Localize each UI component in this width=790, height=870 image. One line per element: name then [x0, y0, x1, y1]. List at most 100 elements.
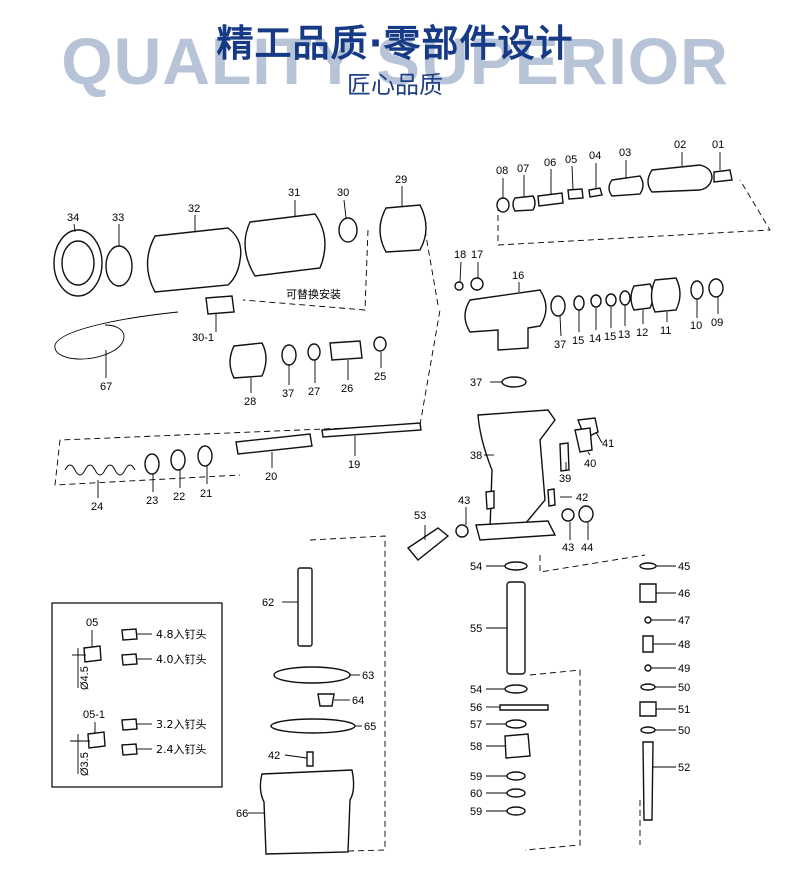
- part-37-right: [550, 295, 566, 317]
- label-50-top: 50: [678, 682, 690, 694]
- part-59-bottom: [506, 806, 526, 816]
- label-47: 47: [678, 615, 690, 627]
- label-17: 17: [471, 249, 483, 261]
- part-09: [708, 278, 724, 298]
- head-body: [454, 277, 724, 351]
- top-right-assembly: [496, 164, 733, 213]
- part-16: [464, 289, 547, 351]
- label-46: 46: [678, 588, 690, 600]
- label-62: 62: [262, 597, 274, 609]
- part-18: [454, 281, 464, 291]
- part-15b: [605, 293, 617, 307]
- label-48: 48: [678, 639, 690, 651]
- part-56: [499, 704, 549, 711]
- label-56: 56: [470, 702, 482, 714]
- inset-lower-opt2: 2.4入钉头: [156, 743, 207, 756]
- right-column: [639, 562, 657, 821]
- part-29: [379, 204, 427, 253]
- label-38: 38: [470, 450, 482, 462]
- label-63: 63: [362, 670, 374, 682]
- label-39: 39: [559, 473, 571, 485]
- inset-upper-opt2-part: [121, 653, 138, 666]
- part-19: [321, 422, 422, 438]
- inset-lower-opt1: 3.2入钉头: [156, 718, 207, 731]
- page-title: 精工品质·零部件设计: [216, 22, 574, 65]
- part-05: [567, 188, 584, 200]
- inset-lower-part: [87, 731, 106, 749]
- inset-upper-opt1: 4.8入钉头: [156, 628, 207, 641]
- label-24: 24: [91, 501, 103, 513]
- part-52: [642, 741, 654, 821]
- label-53: 53: [414, 510, 426, 522]
- part-17: [470, 277, 484, 291]
- part-57: [505, 719, 527, 729]
- label-59-bottom: 59: [470, 806, 482, 818]
- part-base-plate: [475, 520, 557, 541]
- inset-upper-opt2: 4.0入钉头: [156, 653, 207, 666]
- part-33: [105, 245, 133, 287]
- label-31: 31: [288, 187, 300, 199]
- label-11: 11: [660, 325, 671, 337]
- part-46: [639, 583, 657, 603]
- nose-piece-inset: 05 Ø4.5 4.8入钉头 4.0入钉头 05-1 Ø3.5 3.2入钉头 2…: [51, 602, 223, 788]
- part-42-bottom: [306, 751, 314, 767]
- label-14: 14: [589, 333, 601, 345]
- label-15b: 15: [604, 331, 616, 343]
- label-07: 07: [517, 163, 529, 175]
- part-23: [144, 453, 160, 475]
- part-42-top: [547, 488, 556, 507]
- label-43-left: 43: [458, 495, 470, 507]
- label-16: 16: [512, 270, 524, 282]
- part-08: [496, 197, 510, 213]
- label-30: 30: [337, 187, 349, 199]
- assembly-guides: [54, 179, 771, 853]
- label-23: 23: [146, 495, 158, 507]
- part-60: [506, 788, 526, 798]
- page-subtitle: 匠心品质: [347, 71, 443, 99]
- inset-upper-dim: Ø4.5: [79, 666, 91, 690]
- label-21: 21: [200, 488, 212, 500]
- part-26: [329, 340, 363, 361]
- part-13: [619, 290, 631, 306]
- label-32: 32: [188, 203, 200, 215]
- part-25: [373, 336, 387, 352]
- part-10: [690, 280, 704, 300]
- label-18: 18: [454, 249, 466, 261]
- part-07: [512, 195, 536, 212]
- label-41: 41: [602, 438, 614, 450]
- part-27: [307, 343, 321, 361]
- part-30-1: [205, 295, 235, 315]
- label-30-1: 30-1: [192, 332, 214, 344]
- inset-lower-opt1-part: [121, 718, 138, 731]
- label-08: 08: [496, 165, 508, 177]
- part-01: [713, 169, 733, 183]
- part-49: [644, 664, 652, 672]
- part-44: [578, 505, 594, 523]
- part-28: [229, 342, 267, 379]
- part-67: [54, 311, 179, 360]
- part-53: [406, 527, 450, 561]
- label-49: 49: [678, 663, 690, 675]
- label-37-right: 37: [554, 339, 566, 351]
- label-05: 05: [565, 154, 577, 166]
- part-65: [270, 718, 356, 734]
- part-64: [317, 693, 335, 707]
- inset-upper-opt1-part: [121, 628, 138, 641]
- part-31: [244, 213, 326, 277]
- part-14: [590, 294, 602, 308]
- label-06: 06: [544, 157, 556, 169]
- part-04: [588, 187, 603, 198]
- part-38: [477, 409, 556, 531]
- label-64: 64: [352, 695, 364, 707]
- part-66: [259, 769, 355, 855]
- label-29: 29: [395, 174, 407, 186]
- label-40: 40: [584, 458, 596, 470]
- label-55: 55: [470, 623, 482, 635]
- label-28: 28: [244, 396, 256, 408]
- part-15a: [573, 295, 585, 311]
- inset-upper-label: 05: [86, 617, 98, 629]
- label-37-under: 37: [470, 377, 482, 389]
- part-58: [504, 733, 531, 759]
- label-57: 57: [470, 719, 482, 731]
- part-37-left: [281, 344, 297, 366]
